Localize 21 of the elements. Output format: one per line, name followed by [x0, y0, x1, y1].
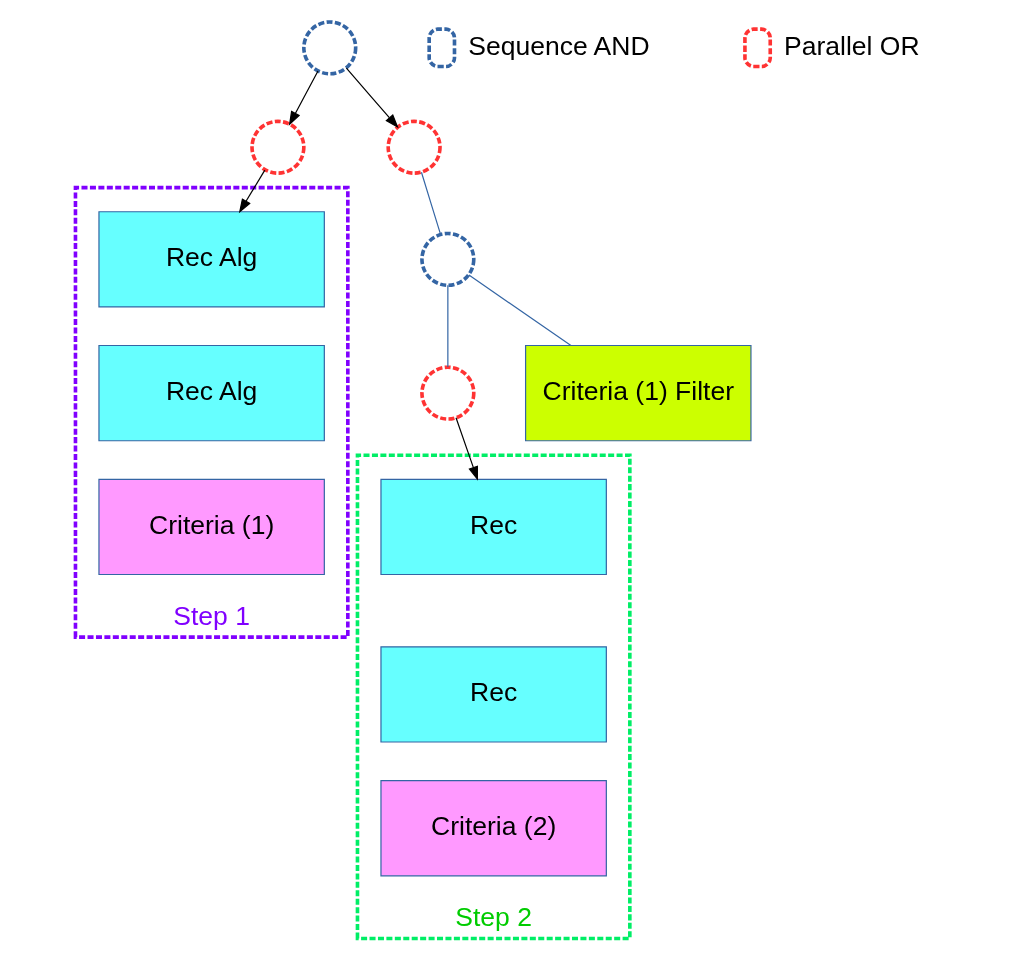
connector: [468, 274, 572, 347]
node-box: Rec: [380, 646, 607, 743]
connector: [447, 284, 449, 368]
node-box: Criteria (1): [98, 478, 325, 576]
legend-label: Parallel OR: [784, 30, 920, 61]
arrow: [345, 67, 399, 129]
node-box: Criteria (2): [380, 780, 607, 877]
connector: [420, 171, 442, 235]
arrow: [238, 169, 266, 214]
node-box: Rec: [380, 478, 607, 576]
node-circle: [420, 365, 476, 421]
node-box: Rec Alg: [98, 344, 325, 442]
node-circle: [302, 20, 358, 76]
node-box: Rec Alg: [98, 211, 325, 308]
node-box: Criteria (1) Filter: [525, 344, 752, 442]
node-circle: [420, 231, 476, 288]
arrow: [288, 70, 319, 126]
node-circle: [250, 119, 306, 175]
legend-label: Sequence AND: [468, 30, 650, 61]
node-circle: [386, 119, 442, 175]
arrow: [455, 417, 478, 481]
